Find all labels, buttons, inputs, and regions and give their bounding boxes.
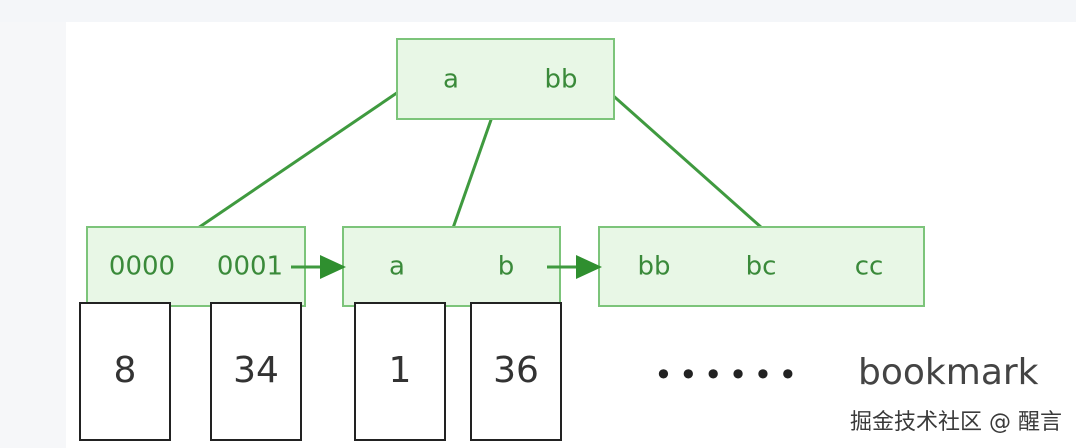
left-band <box>0 22 66 448</box>
leaf-node-2: a b <box>342 226 561 307</box>
record-2-box <box>210 302 302 441</box>
top-band <box>0 0 1076 22</box>
root-node-box <box>396 38 615 120</box>
ellipsis-dots: •••••• <box>654 356 803 394</box>
root-key-2: bb <box>544 65 577 95</box>
record-3-box <box>354 302 446 441</box>
leaf-1-key-2: 0001 <box>217 252 283 282</box>
leaf-3-key-3: cc <box>855 252 884 282</box>
record-4-value: 36 <box>493 350 539 391</box>
leaf-link-arrow-1-head <box>320 255 346 279</box>
leaf-2-key-1: a <box>389 252 405 282</box>
root-node: a bb <box>396 38 615 120</box>
record-4-box <box>470 302 562 441</box>
leaf-3-key-1: bb <box>637 252 670 282</box>
record-1: 8 <box>79 302 171 441</box>
leaf-2-key-2: b <box>498 252 515 282</box>
edge-root-to-leaf-3 <box>599 82 763 230</box>
leaf-node-3: bb bc cc <box>598 226 925 307</box>
leaf-node-1: 0000 0001 <box>86 226 306 307</box>
leaf-node-1-box <box>86 226 306 307</box>
record-1-value: 8 <box>114 350 137 391</box>
record-1-box <box>79 302 171 441</box>
leaf-link-arrow-2-head <box>576 255 602 279</box>
edge-root-to-leaf-1 <box>197 82 411 230</box>
root-key-1: a <box>443 65 459 95</box>
leaf-link-arrow-2 <box>547 255 602 279</box>
leaf-3-key-2: bc <box>746 252 777 282</box>
leaf-1-key-1: 0000 <box>109 252 175 282</box>
bookmark-label: bookmark <box>858 352 1039 393</box>
record-3: 1 <box>354 302 446 441</box>
record-3-value: 1 <box>389 350 412 391</box>
record-2: 34 <box>210 302 302 441</box>
leaf-node-2-box <box>342 226 561 307</box>
record-4: 36 <box>470 302 562 441</box>
watermark-text: 掘金技术社区 @ 醒言 <box>850 410 1062 435</box>
leaf-link-arrow-1 <box>291 255 346 279</box>
record-2-value: 34 <box>233 350 279 391</box>
leaf-node-3-box <box>598 226 925 307</box>
